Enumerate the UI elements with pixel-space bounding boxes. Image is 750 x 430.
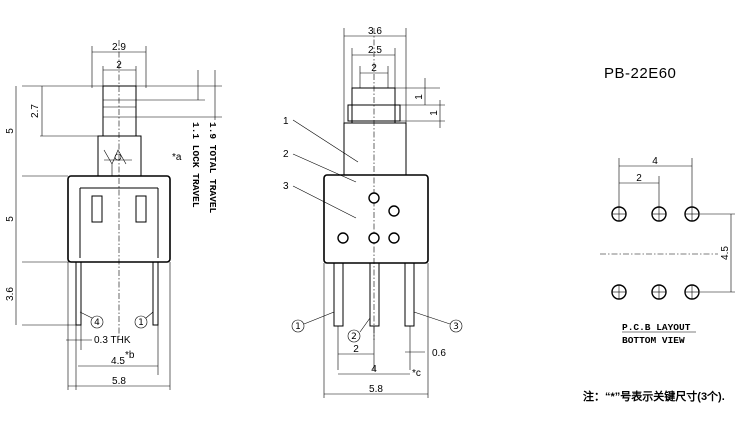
- dim-2-7: 2.7: [30, 104, 41, 118]
- pin-label-front-1: 1: [295, 322, 301, 332]
- pcb-layout: PB-22E60 4 2 4.5: [583, 65, 735, 403]
- bottom-view-caption: BOTTOM VIEW: [622, 335, 685, 346]
- dim-2-9: 2.9: [112, 42, 126, 53]
- dim-3-6-top: 3.6: [368, 26, 382, 37]
- dim-5-upper: 5: [5, 128, 16, 134]
- dim-2-top-front: 2: [371, 63, 377, 74]
- front-view: 1 2 3 1 2 3 3.6 2.5 2 1 1: [283, 26, 463, 398]
- dim-2-5-top: 2.5: [368, 45, 382, 56]
- dim-0-6: 0.6: [432, 348, 446, 359]
- dim-4-pcb: 4: [652, 156, 658, 167]
- dim-5-8-front: 5.8: [369, 384, 383, 395]
- dim-2-pcb: 2: [636, 173, 642, 184]
- pin-label-front-2: 2: [351, 332, 357, 342]
- pin-label-1: 1: [138, 318, 144, 328]
- callout-3: 3: [283, 181, 289, 192]
- dim-5-lower: 5: [5, 216, 16, 222]
- dim-2-bottom: 2: [353, 344, 359, 355]
- star-c: *c: [412, 368, 421, 379]
- dim-4-5: 4.5: [111, 356, 125, 367]
- dim-3-6: 3.6: [5, 287, 16, 301]
- star-a: *a: [172, 152, 182, 163]
- callout-2: 2: [283, 149, 289, 160]
- key-dimension-note: 注：“*”号表示关键尺寸(3个).: [583, 389, 725, 403]
- dim-0-3-thk: 0.3 THK: [94, 335, 131, 346]
- star-b: *b: [125, 350, 135, 361]
- dim-4-5-pcb: 4.5: [720, 246, 731, 260]
- pin-label-4: 4: [94, 318, 100, 328]
- lock-travel-label: 1.1 LOCK TRAVEL: [190, 122, 201, 208]
- dim-4-bottom: 4: [371, 364, 377, 375]
- dim-1-b: 1: [429, 110, 440, 116]
- dim-1-a: 1: [414, 94, 425, 100]
- pin-label-front-3: 3: [453, 322, 459, 332]
- dim-2-top: 2: [116, 60, 122, 71]
- callout-1: 1: [283, 116, 289, 127]
- pcb-layout-caption: P.C.B LAYOUT: [622, 322, 691, 333]
- part-number-title: PB-22E60: [604, 65, 676, 82]
- total-travel-label: 1.9 TOTAL TRAVEL: [207, 122, 218, 214]
- pcb-holes: [611, 206, 700, 300]
- side-view: 4 1 2.9 2 2.7 5 5 3.6 *a 1.1 LOCK TRAVEL: [5, 40, 222, 390]
- dim-5-8-left: 5.8: [112, 376, 126, 387]
